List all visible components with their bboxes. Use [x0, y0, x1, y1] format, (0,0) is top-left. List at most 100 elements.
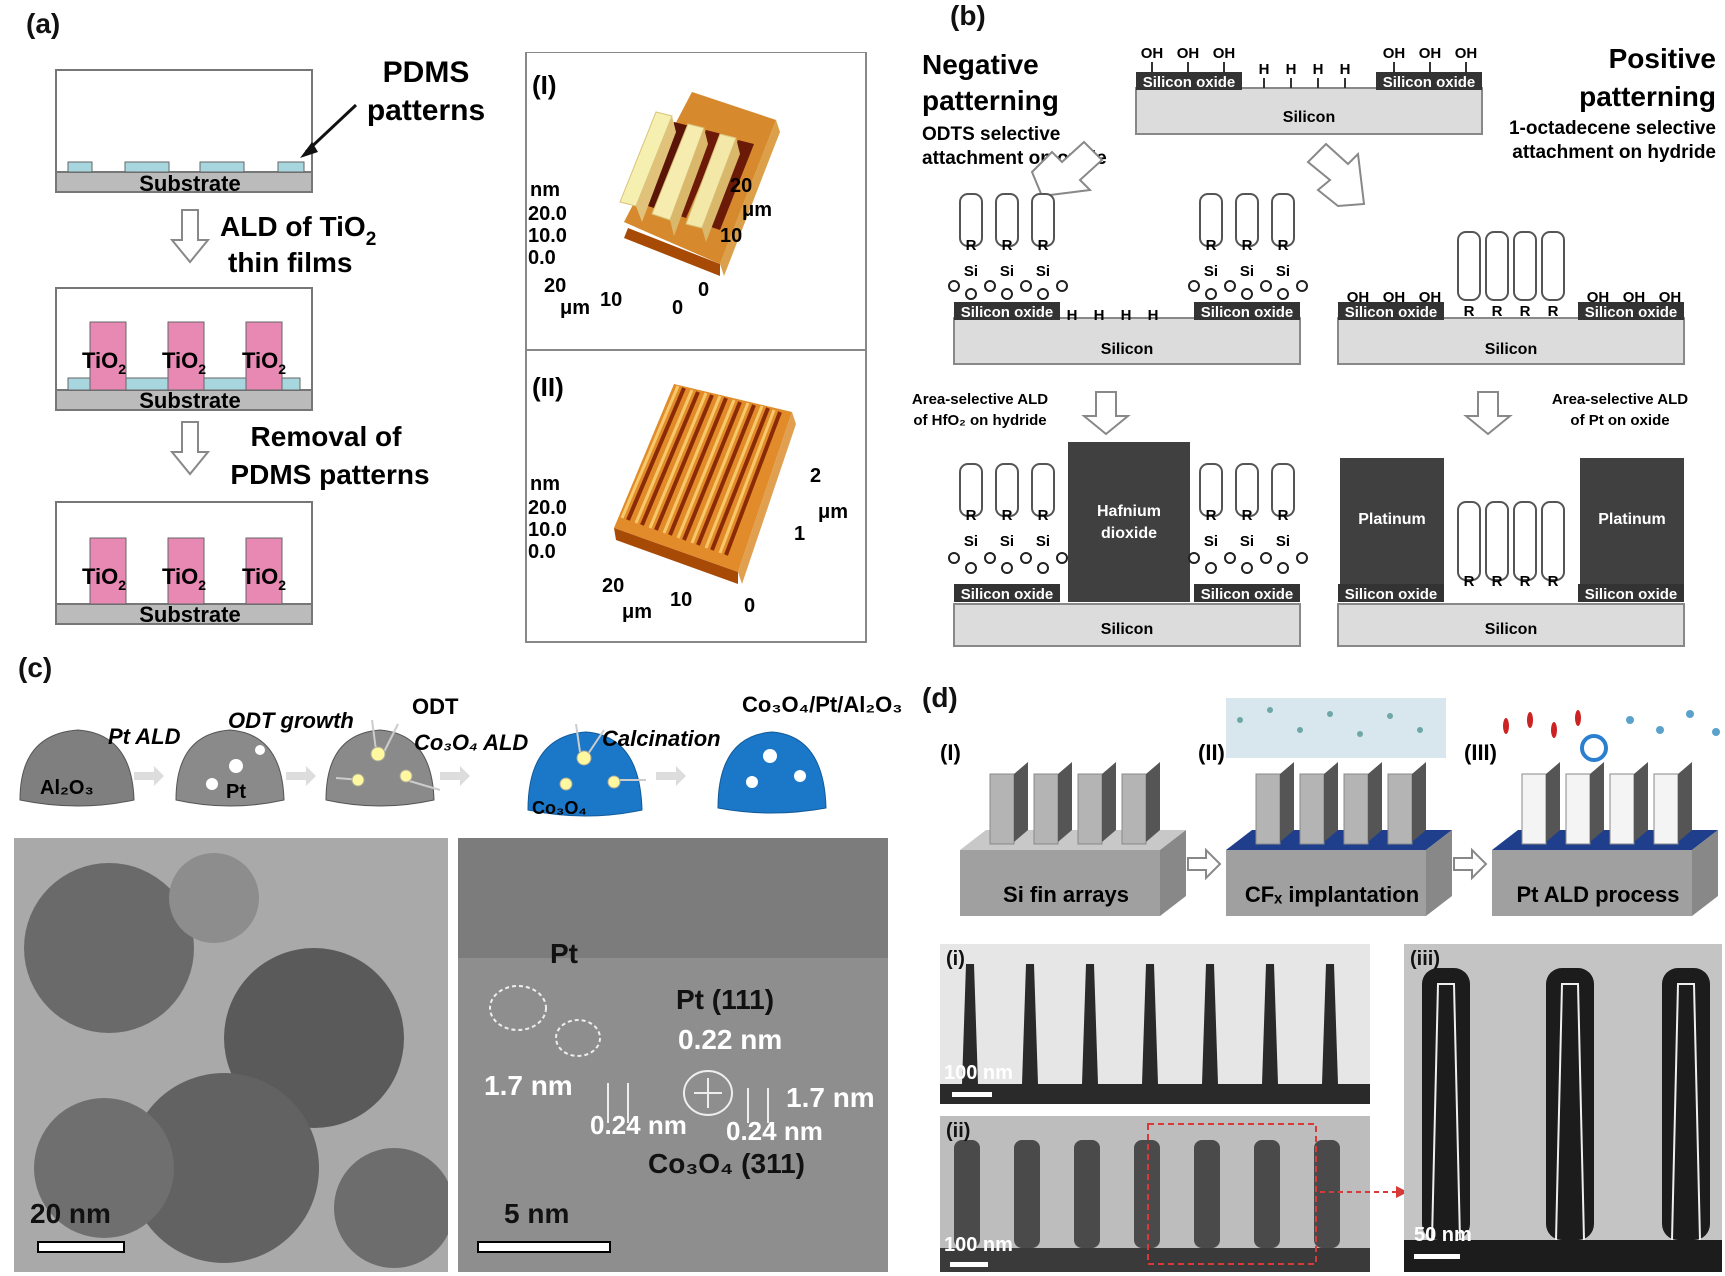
positive-title-1: Positive [1609, 43, 1716, 74]
svg-text:OH: OH [1419, 45, 1442, 62]
svg-text:0.0: 0.0 [528, 541, 556, 563]
svg-text:R: R [1206, 507, 1217, 524]
svg-text:R: R [1242, 507, 1253, 524]
svg-text:(I): (I) [940, 740, 961, 765]
zoom-arrow [1320, 1186, 1408, 1198]
negative-ald-wafer: Silicon Silicon oxide Silicon oxide Hafn… [948, 442, 1308, 647]
hafnium-dioxide-block [1068, 442, 1190, 602]
platinum-block-right [1580, 458, 1684, 584]
process-arrow-1: ALD of TiO2 thin films [169, 209, 376, 278]
panel-a-schematic: Substrate PDMS patterns ALD of TiO2 thin… [55, 56, 485, 627]
svg-text:(III): (III) [1464, 740, 1497, 765]
afm-image-1: (I) nm 20.0 10.0 0.0 20 10 0 μm 20 10 μm… [528, 70, 780, 319]
svg-text:nm: nm [530, 473, 560, 495]
pt-ald-step: Pt ALD [108, 724, 181, 749]
al2o3-particle [19, 729, 135, 807]
svg-text:Si: Si [1000, 533, 1014, 550]
panel-c-schematic: Al₂O₃ Pt ALD Pt ODT growth ODT Co₃O₄ ALD… [19, 692, 902, 818]
svg-text:Silicon oxide: Silicon oxide [961, 586, 1054, 603]
svg-text:OH: OH [1213, 45, 1236, 62]
panel-b-label: (b) [950, 0, 986, 31]
svg-text:H: H [1067, 307, 1078, 324]
svg-text:20: 20 [544, 275, 566, 297]
svg-text:TiO2: TiO2 [242, 348, 286, 377]
ald-step-label-2: thin films [228, 247, 352, 278]
svg-text:R: R [1520, 573, 1531, 590]
svg-text:R: R [1548, 573, 1559, 590]
substrate-label: Substrate [139, 171, 240, 196]
svg-text:Si fin arrays: Si fin arrays [1003, 882, 1129, 907]
tem-left-scale: 20 nm [30, 1198, 111, 1229]
svg-text:Platinum: Platinum [1598, 511, 1666, 528]
svg-text:H: H [1094, 307, 1105, 324]
svg-text:R: R [1038, 507, 1049, 524]
arrow-pos-down [1463, 391, 1513, 436]
removal-label-1: Removal of [251, 421, 403, 452]
sem-image-i: (i) 100 nm [940, 944, 1370, 1104]
svg-text:20: 20 [602, 575, 624, 597]
svg-text:H: H [1313, 61, 1324, 78]
negative-title-2: patterning [922, 85, 1059, 116]
removal-label-2: PDMS patterns [230, 459, 429, 490]
panel-c-label: (c) [18, 652, 53, 683]
frame-pdms-on-substrate: Substrate PDMS patterns [55, 56, 485, 196]
svg-text:20: 20 [730, 175, 752, 197]
svg-text:H: H [1286, 61, 1297, 78]
negative-title-1: Negative [922, 49, 1039, 80]
svg-text:10: 10 [670, 589, 692, 611]
svg-text:Si: Si [1036, 263, 1050, 280]
svg-text:0.0: 0.0 [528, 247, 556, 269]
svg-text:R: R [1002, 507, 1013, 524]
svg-text:Silicon: Silicon [1485, 621, 1537, 638]
svg-text:μm: μm [560, 297, 590, 319]
svg-text:OH: OH [1383, 45, 1406, 62]
svg-text:Silicon oxide: Silicon oxide [1201, 586, 1294, 603]
svg-text:10.0: 10.0 [528, 519, 567, 541]
svg-text:R: R [966, 237, 977, 254]
afm-ii-label: (II) [532, 372, 564, 402]
svg-text:dioxide: dioxide [1101, 525, 1157, 542]
svg-text:R: R [1242, 237, 1253, 254]
svg-text:R: R [1492, 303, 1503, 320]
odt-particle [325, 729, 435, 807]
svg-text:attachment on hydride: attachment on hydride [1512, 142, 1716, 163]
svg-text:TiO2: TiO2 [162, 564, 206, 593]
panel-d-label: (d) [922, 682, 958, 713]
odt-label: ODT [412, 694, 459, 719]
svg-text:20.0: 20.0 [528, 497, 567, 519]
arrow-to-negative [1030, 140, 1104, 198]
panel-d-schematic: Si fin arrays (I) CFₓ implantation (II) [940, 698, 1720, 916]
svg-text:Silicon oxide: Silicon oxide [1345, 304, 1438, 321]
svg-text:μm: μm [742, 199, 772, 221]
odt-growth-step: ODT growth [228, 708, 354, 733]
svg-text:Si: Si [1276, 533, 1290, 550]
afm-images: (I) nm 20.0 10.0 0.0 20 10 0 μm 20 10 μm… [525, 52, 867, 643]
co3o4-particle [527, 731, 643, 817]
svg-text:OH: OH [1623, 289, 1646, 306]
pt-ald-fins: Pt ALD process [1492, 710, 1720, 916]
svg-text:Si: Si [1276, 263, 1290, 280]
svg-text:CFₓ implantation: CFₓ implantation [1245, 882, 1419, 907]
panel-a-label: (a) [26, 8, 61, 39]
svg-text:R: R [966, 507, 977, 524]
svg-text:0: 0 [744, 595, 755, 617]
svg-text:Hafnium: Hafnium [1097, 503, 1161, 520]
svg-text:R: R [1206, 237, 1217, 254]
svg-text:TiO2: TiO2 [162, 348, 206, 377]
co3o4-ald-step: Co₃O₄ ALD [414, 730, 528, 755]
frame-tio2-with-pdms: TiO2 TiO2 TiO2 Substrate [55, 287, 313, 413]
svg-text:Co₃O₄: Co₃O₄ [532, 798, 587, 818]
svg-text:Substrate: Substrate [139, 388, 240, 413]
arrow-to-positive [1306, 142, 1366, 208]
svg-text:R: R [1520, 303, 1531, 320]
platinum-block-left [1340, 458, 1444, 584]
svg-text:OH: OH [1141, 45, 1164, 62]
svg-text:TiO2: TiO2 [82, 564, 126, 593]
svg-text:H: H [1340, 61, 1351, 78]
svg-text:Silicon oxide: Silicon oxide [961, 304, 1054, 321]
svg-text:H: H [1259, 61, 1270, 78]
afm-image-2: (II) nm 20.0 10.0 0.0 20 10 0 μm 2 1 μm [528, 372, 848, 623]
panel-b-schematic: Negative patterning ODTS selective attac… [912, 43, 1716, 647]
